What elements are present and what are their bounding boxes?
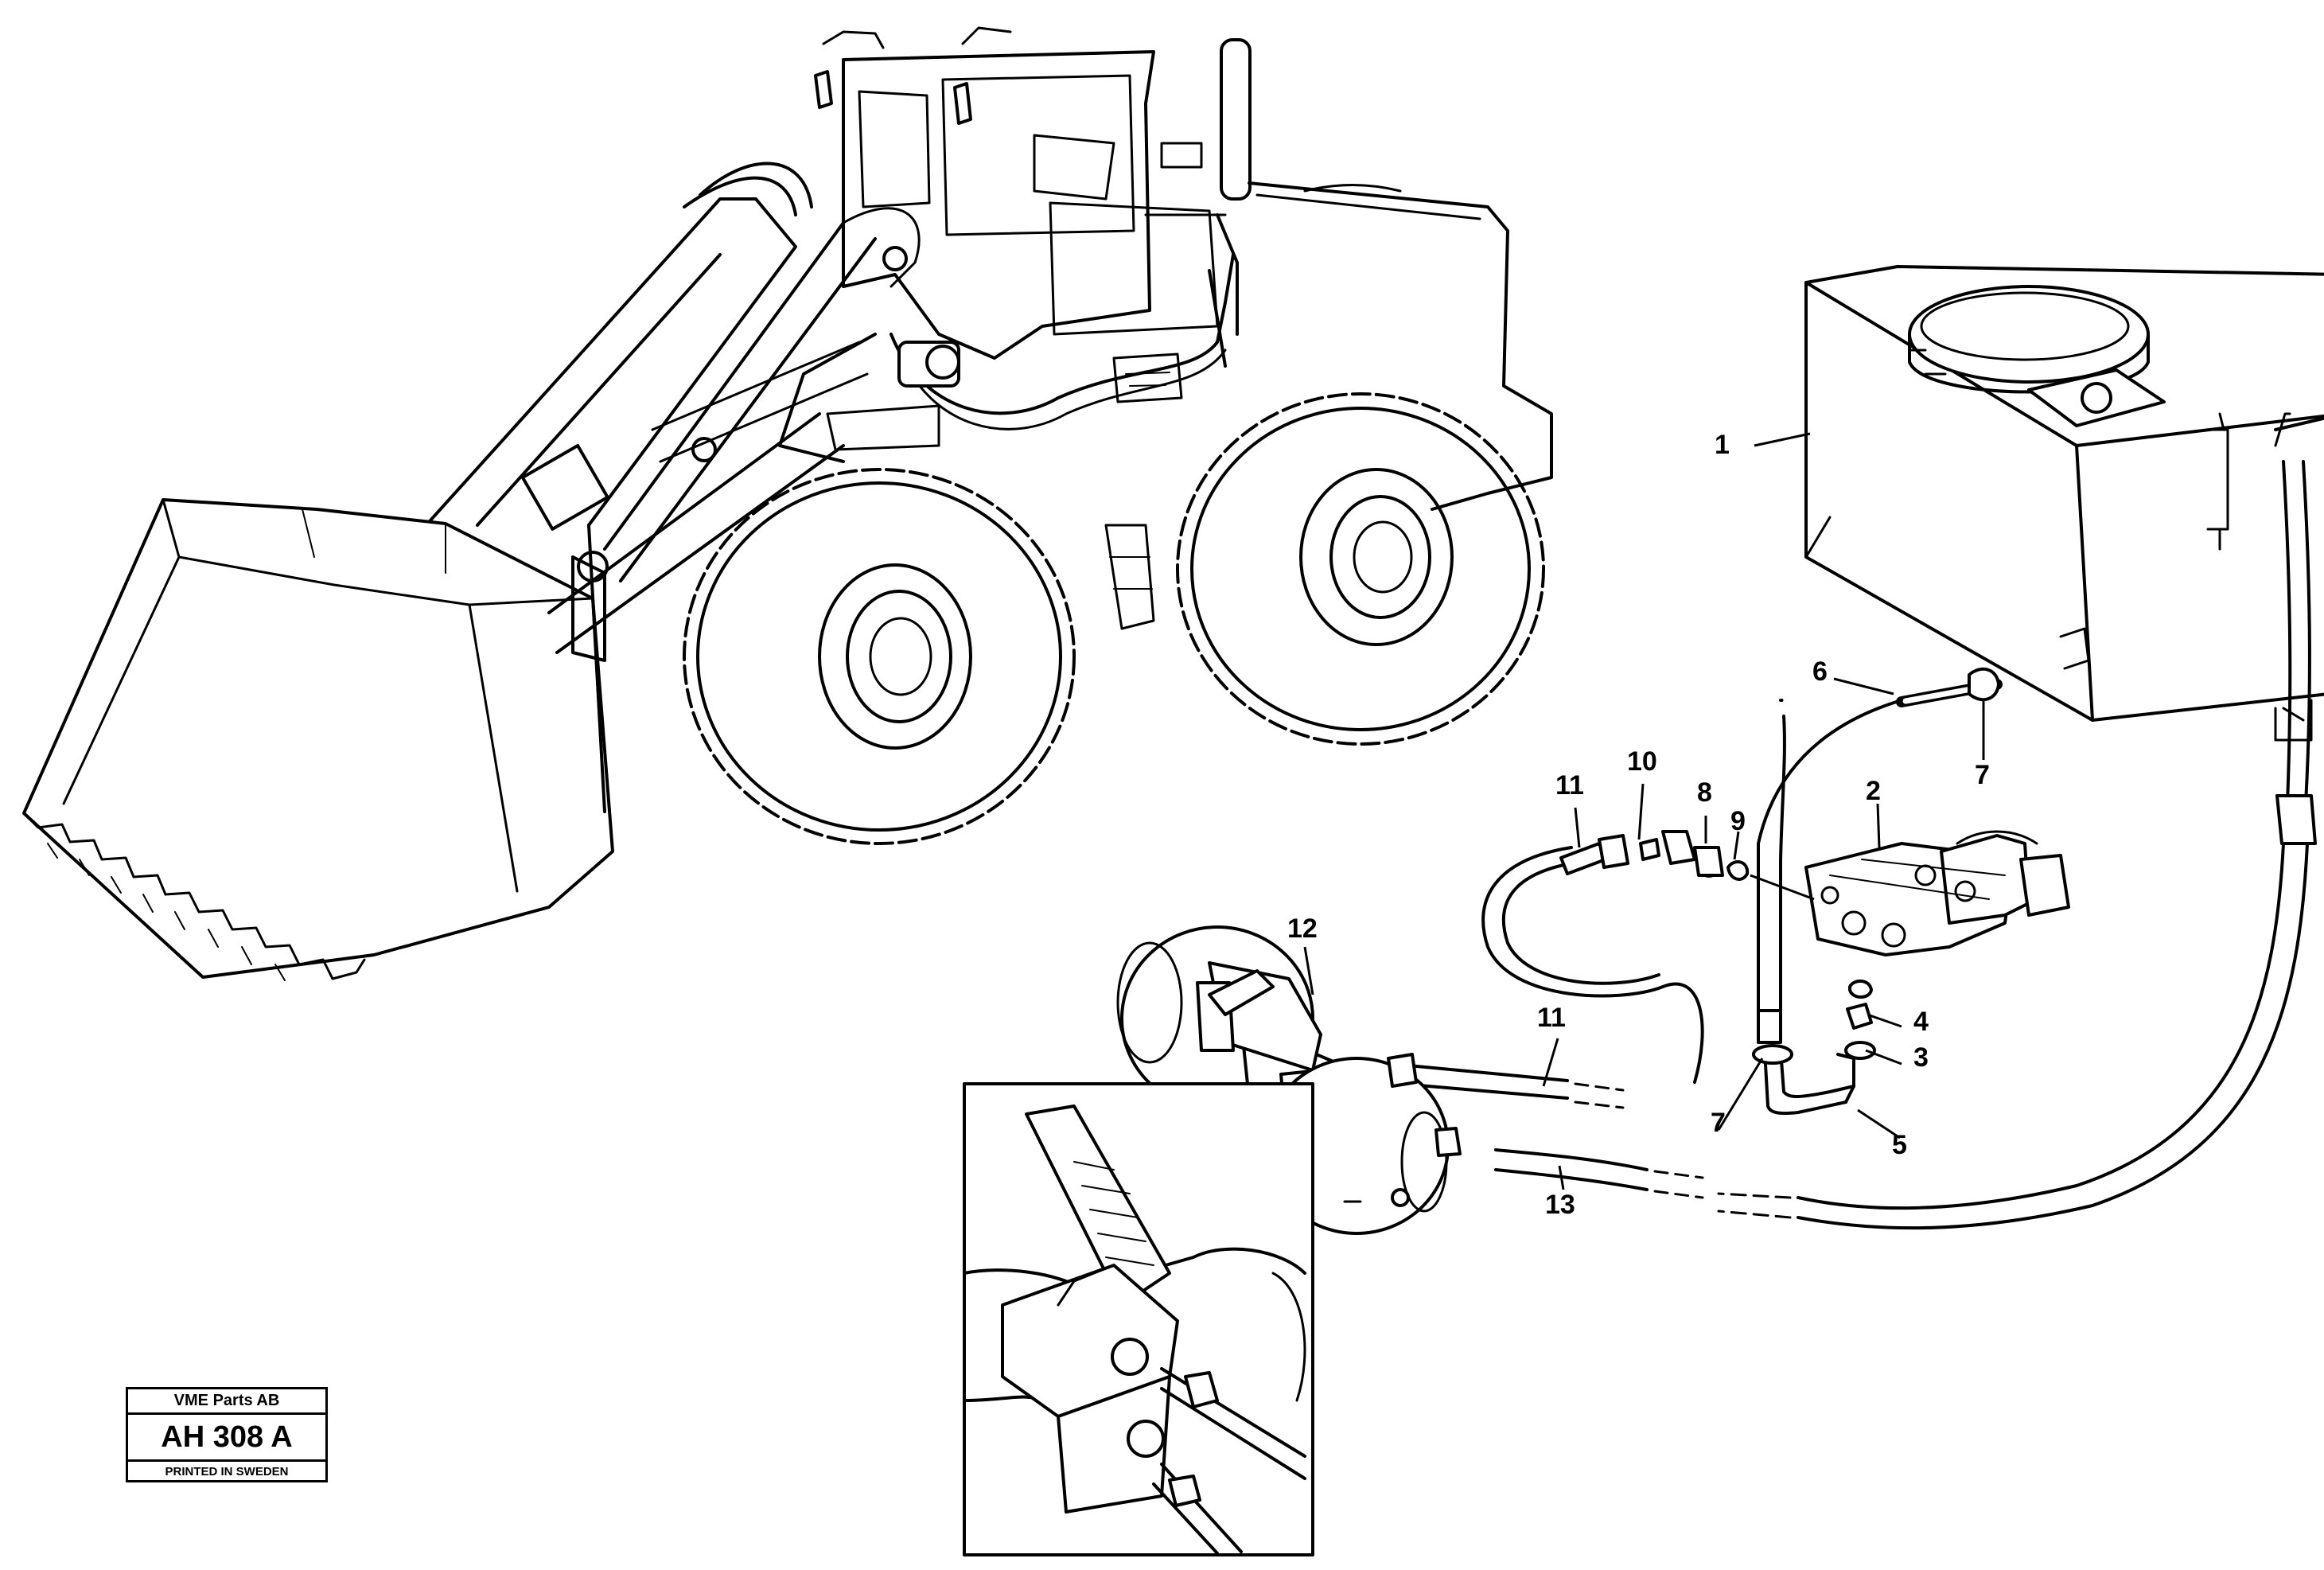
title-block-stamp: VME Parts AB AH 308 A PRINTED IN SWEDEN xyxy=(126,1387,328,1482)
loader-front-wheel xyxy=(683,468,1076,845)
callout-11-lower: 11 xyxy=(1537,1003,1566,1033)
loader-boom-arms xyxy=(428,162,921,813)
callout-1: 1 xyxy=(1715,430,1730,460)
hydraulic-pump xyxy=(1804,830,2070,956)
callout-2: 2 xyxy=(1866,776,1881,806)
stamp-drawing-number: AH 308 A xyxy=(128,1415,325,1462)
callout-numbers: 1 2 3 4 5 6 7 7 8 9 10 11 11 12 13 xyxy=(1287,430,1990,1220)
hydraulic-tank xyxy=(1804,265,2324,742)
wheel-loader-illustration xyxy=(22,26,1553,981)
callout-7-lower: 7 xyxy=(1711,1108,1726,1138)
loader-cab xyxy=(814,26,1252,360)
callout-8: 8 xyxy=(1697,777,1712,808)
stamp-printed-note: PRINTED IN SWEDEN xyxy=(165,1465,289,1478)
callout-13: 13 xyxy=(1545,1190,1575,1220)
brake-valve-assembly xyxy=(1116,925,1462,1235)
loader-bucket xyxy=(22,498,614,981)
callout-3: 3 xyxy=(1913,1042,1929,1073)
pedal-detail-inset xyxy=(963,1082,1314,1556)
callout-4: 4 xyxy=(1913,1007,1929,1037)
stamp-company: VME Parts AB xyxy=(128,1389,325,1415)
callout-9: 9 xyxy=(1730,806,1746,836)
callout-6: 6 xyxy=(1812,656,1828,687)
loader-rear-body xyxy=(778,181,1553,630)
callout-5: 5 xyxy=(1892,1130,1907,1160)
loader-hose-routing xyxy=(890,253,1235,430)
callout-7-upper: 7 xyxy=(1975,760,1990,790)
callout-11-upper: 11 xyxy=(1555,770,1584,801)
callout-leaders xyxy=(1303,432,1985,1190)
hose-assemblies xyxy=(1399,412,2317,1230)
callout-10: 10 xyxy=(1627,746,1657,777)
callout-12: 12 xyxy=(1287,914,1318,944)
loader-rear-wheel xyxy=(1176,392,1545,746)
